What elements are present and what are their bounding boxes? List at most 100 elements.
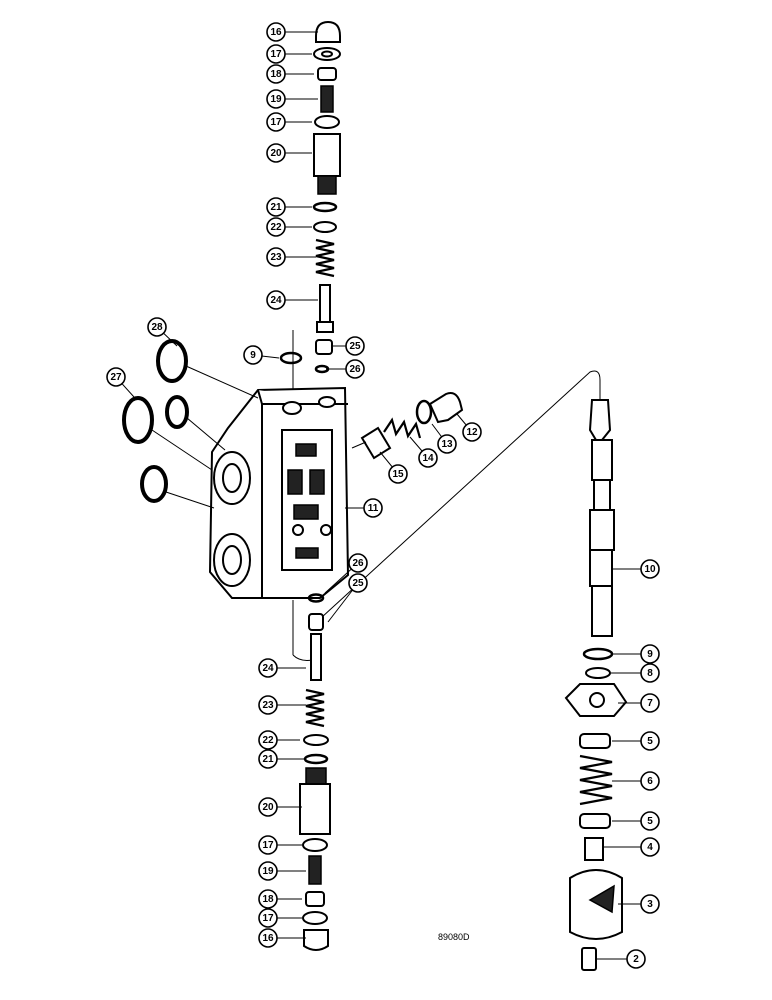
- adjusting-screw-bottom: [308, 855, 322, 885]
- callout-bubble: [266, 143, 286, 163]
- o-ring-top: [312, 201, 338, 213]
- callout-number: 11: [368, 503, 379, 514]
- callout-number: 12: [466, 427, 478, 438]
- callout-19: 19: [258, 861, 306, 881]
- callout-number: 8: [647, 668, 653, 679]
- callout-number: 24: [270, 295, 282, 306]
- callout-4: 4: [604, 837, 660, 857]
- plug-12: [428, 392, 464, 424]
- callout-bubble: [258, 889, 278, 909]
- callout-3: 3: [618, 894, 660, 914]
- callout-21: 21: [258, 749, 304, 769]
- callout-number: 6: [647, 776, 653, 787]
- callout-number: 27: [110, 372, 122, 383]
- callout-bubble: [266, 197, 286, 217]
- callout-bubble: [462, 422, 482, 442]
- callout-bubble: [266, 217, 286, 237]
- valve-body: [208, 386, 350, 599]
- callout-17: 17: [258, 835, 302, 855]
- valve-plug-bottom: [299, 783, 331, 835]
- callout-number: 26: [349, 364, 361, 375]
- callout-24: 24: [266, 290, 318, 310]
- small-ring-bottom: [307, 593, 325, 603]
- valve-plug-top: [313, 133, 341, 177]
- spring-bottom: [305, 688, 325, 728]
- callout-number: 5: [647, 816, 653, 827]
- callout-13: 13: [431, 423, 457, 454]
- callout-number: 22: [270, 222, 282, 233]
- callout-bubble: [348, 553, 368, 573]
- callout-bubble: [388, 464, 408, 484]
- backup-ring-top: [313, 221, 337, 233]
- callout-12: 12: [456, 413, 482, 442]
- callout-number: 28: [151, 322, 163, 333]
- callout-number: 10: [644, 564, 656, 575]
- callout-bubble: [106, 367, 126, 387]
- callout-bubble: [266, 64, 286, 84]
- spring-seat-5-top: [579, 733, 611, 749]
- callout-bubble: [266, 89, 286, 109]
- callout-bubble: [266, 112, 286, 132]
- callout-number: 18: [262, 894, 274, 905]
- callout-bubble: [258, 797, 278, 817]
- o-ring-13: [415, 399, 433, 425]
- callout-15: 15: [379, 451, 408, 484]
- o-ring-27-right: [165, 395, 189, 429]
- callout-number: 13: [441, 439, 453, 450]
- callout-9: 9: [243, 345, 280, 365]
- callout-bubble: [258, 730, 278, 750]
- poppet-top: [319, 284, 331, 326]
- screw-2: [581, 947, 597, 971]
- callout-23: 23: [266, 247, 316, 267]
- callout-16: 16: [266, 22, 318, 42]
- spool-assembly: [564, 399, 628, 971]
- callout-number: 9: [647, 649, 653, 660]
- seat-top: [315, 339, 333, 355]
- callout-bubble: [418, 448, 438, 468]
- body-o-rings: [122, 339, 259, 509]
- callout-24: 24: [258, 658, 306, 678]
- o-ring-bottom: [303, 753, 329, 765]
- callout-2: 2: [597, 949, 646, 969]
- callout-bubble: [258, 861, 278, 881]
- callout-18: 18: [266, 64, 314, 84]
- o-ring-9-spool: [582, 647, 614, 661]
- spool-10: [589, 549, 613, 587]
- figure-id: 89080D: [438, 932, 470, 942]
- callout-number: 18: [270, 69, 282, 80]
- callout-number: 17: [270, 117, 282, 128]
- callout-20: 20: [258, 797, 302, 817]
- callout-20: 20: [266, 143, 312, 163]
- callout-bubble: [640, 771, 660, 791]
- washer-bottom-2: [302, 911, 328, 925]
- callout-number: 23: [270, 252, 282, 263]
- end-cap-3: [569, 869, 623, 940]
- o-ring-27-lower: [140, 465, 168, 503]
- callout-bubble: [640, 811, 660, 831]
- callout-bubble: [258, 695, 278, 715]
- callout-bubble: [266, 44, 286, 64]
- callout-number: 17: [270, 49, 282, 60]
- callout-bubble: [640, 837, 660, 857]
- callout-16: 16: [258, 928, 306, 948]
- jam-nut-top: [317, 67, 337, 81]
- callout-number: 21: [270, 202, 282, 213]
- callout-27: 27: [106, 367, 135, 398]
- callout-7: 7: [618, 693, 660, 713]
- lower-relief-valve-stack: [299, 593, 331, 951]
- callout-bubble: [147, 317, 167, 337]
- callout-26: 26: [324, 553, 368, 594]
- callout-number: 24: [262, 663, 274, 674]
- callout-22: 22: [258, 730, 300, 750]
- callout-number: 25: [352, 578, 364, 589]
- adjusting-screw-top: [320, 85, 334, 113]
- callout-9: 9: [612, 644, 660, 664]
- callout-number: 17: [262, 840, 274, 851]
- callout-number: 23: [262, 700, 274, 711]
- callout-23: 23: [258, 695, 306, 715]
- callout-17: 17: [266, 112, 312, 132]
- poppet-15: [360, 426, 392, 460]
- callout-bubble: [626, 949, 646, 969]
- callout-bubble: [258, 908, 278, 928]
